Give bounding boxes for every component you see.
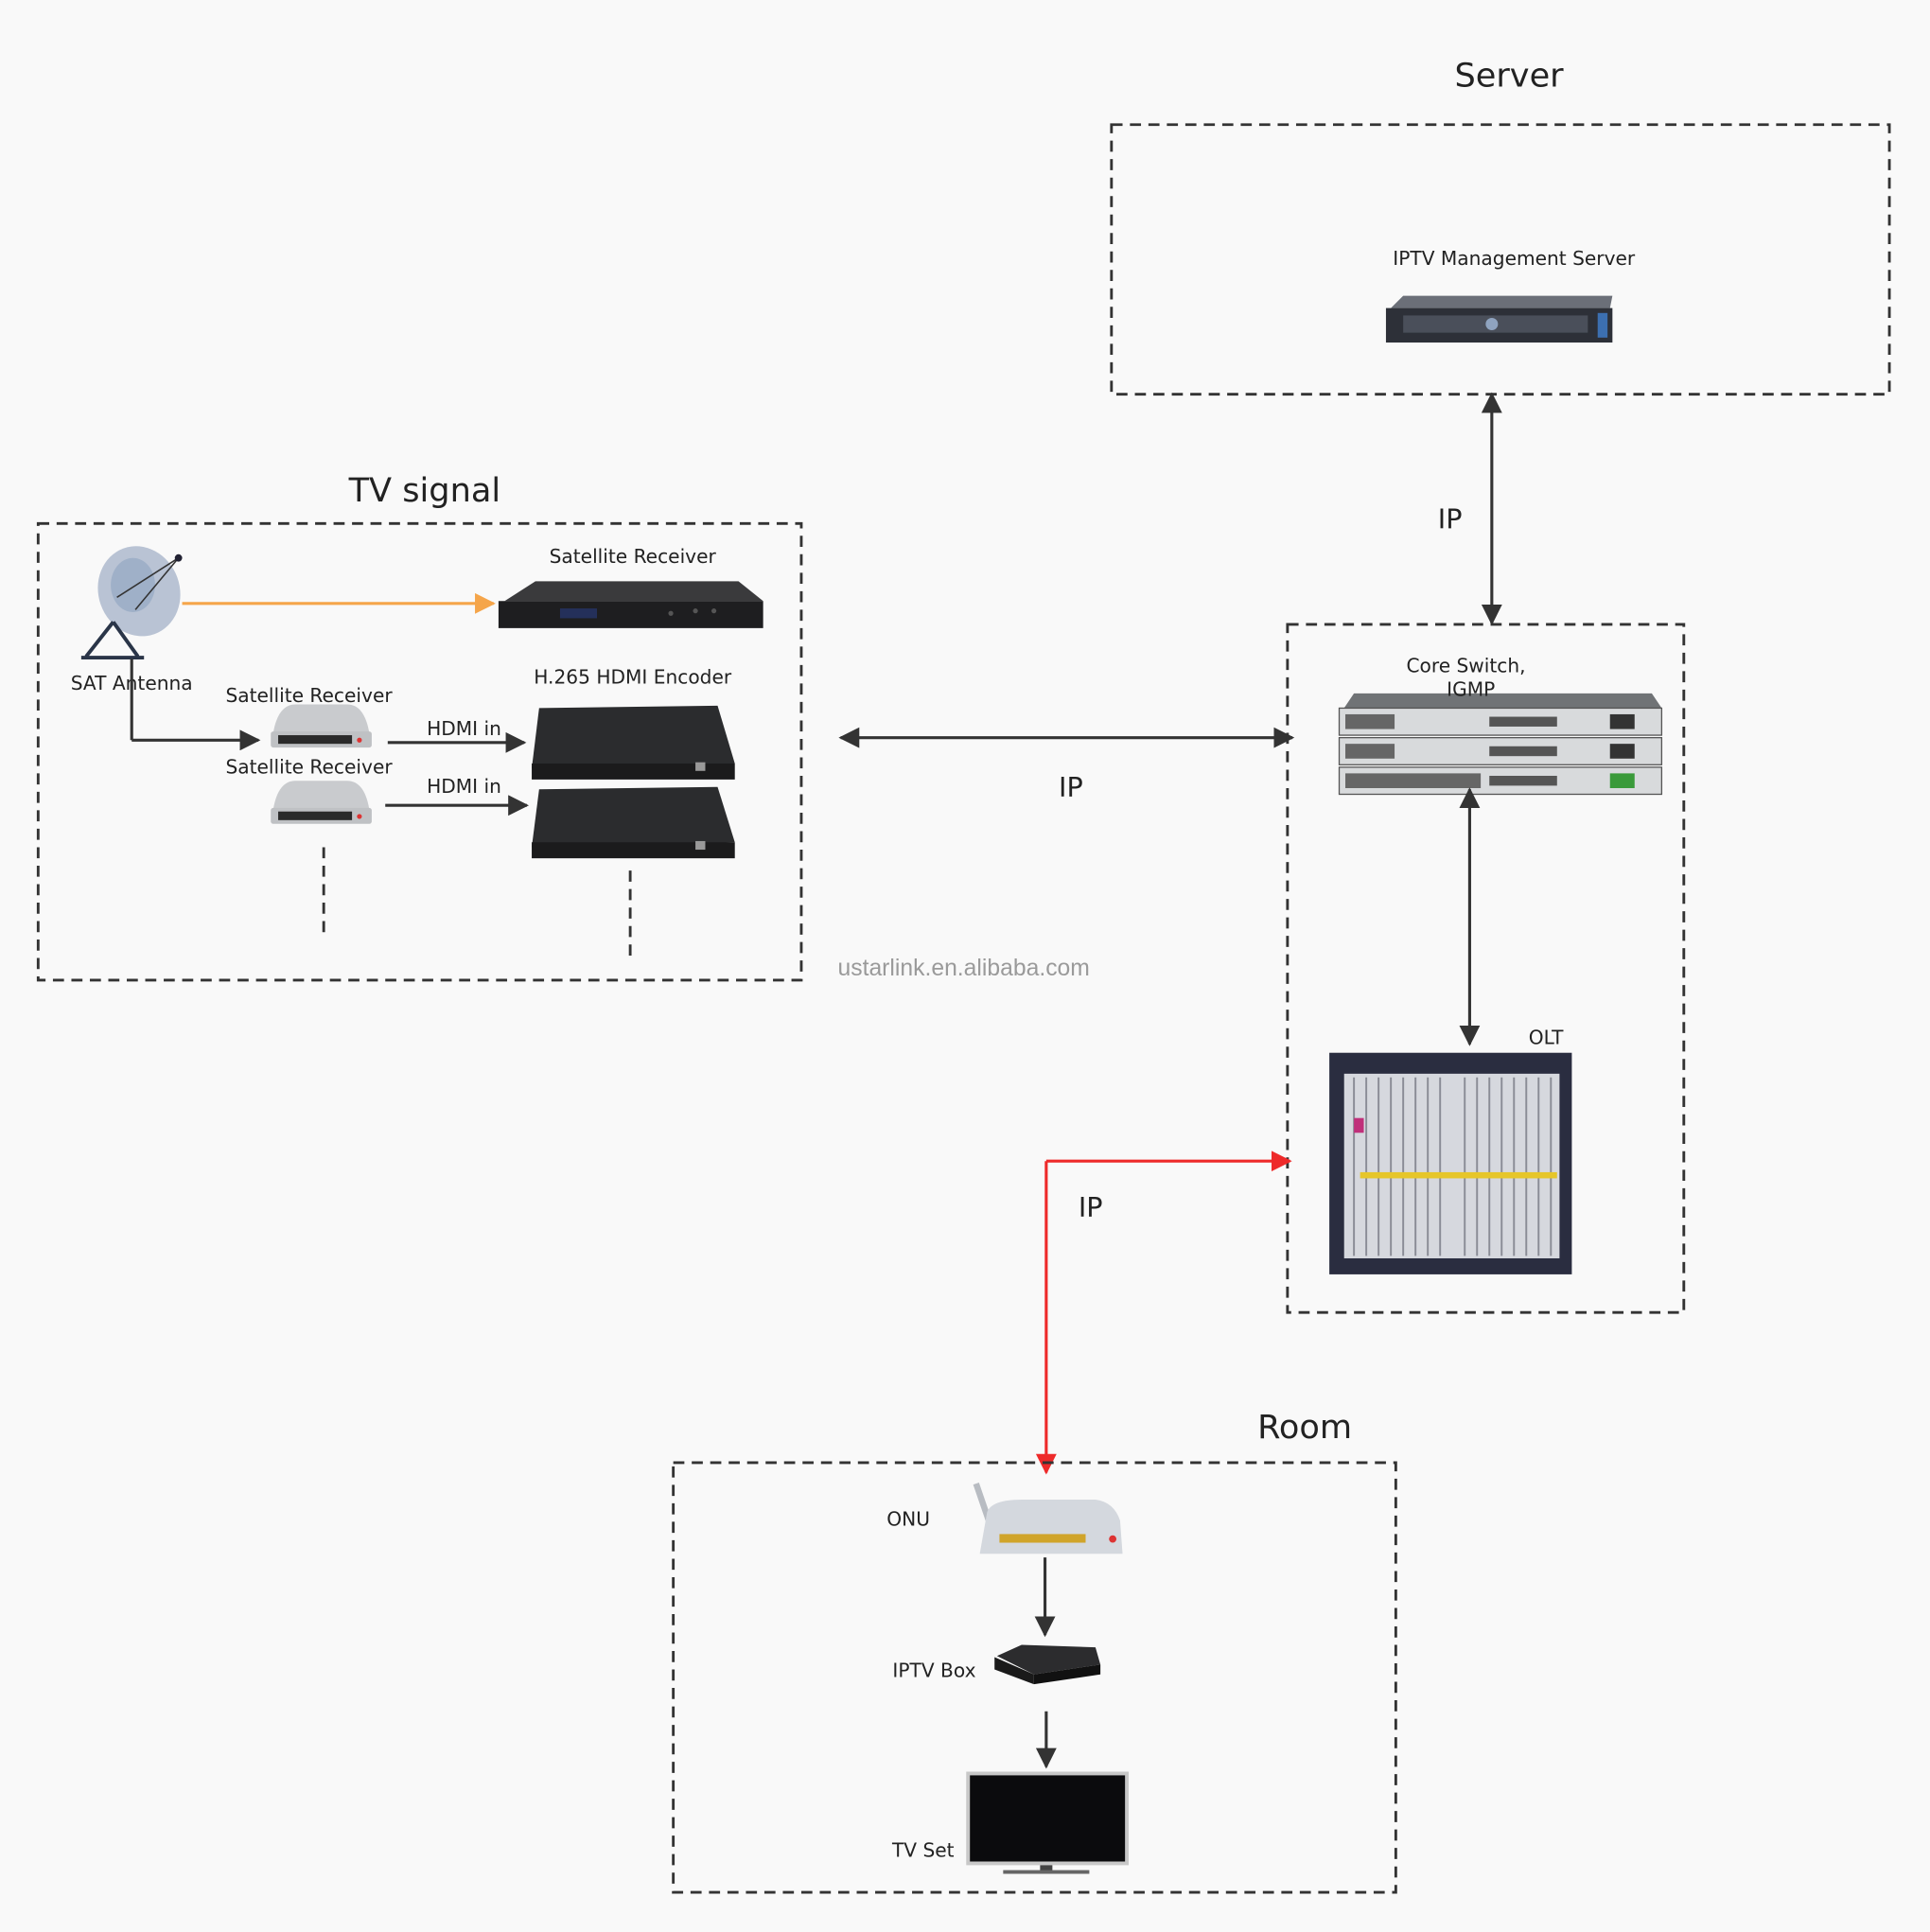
satellite-receiver-1-icon	[271, 704, 372, 748]
room-group-title: Room	[1257, 1408, 1352, 1447]
tv-set-icon	[966, 1771, 1130, 1874]
tv-signal-group-title: TV signal	[348, 471, 500, 510]
encoder-label: H.265 HDMI Encoder	[534, 665, 732, 688]
core-group-box	[1286, 623, 1686, 1314]
hdmi-in-2-label: HDMI in	[427, 775, 501, 798]
watermark: ustarlink.en.alibaba.com	[837, 956, 1089, 981]
signal-core-ip-label: IP	[1059, 771, 1083, 803]
room-group-box	[672, 1461, 1397, 1894]
satellite-receiver-rack-icon	[498, 581, 763, 628]
core-switch-label-line1: Core Switch,	[1406, 655, 1525, 677]
core-switch-stack-icon	[1338, 693, 1663, 796]
rack-server-icon	[1385, 295, 1613, 343]
satellite-receiver-2-icon	[271, 781, 372, 824]
core-switch-label-line2: IGMP	[1447, 677, 1495, 700]
satellite-receiver-main-label: Satellite Receiver	[550, 545, 717, 568]
onu-label: ONU	[886, 1507, 930, 1530]
olt-room-ip-label: IP	[1079, 1191, 1103, 1223]
iptv-management-server-label: IPTV Management Server	[1393, 247, 1636, 270]
satellite-receiver-2-label: Satellite Receiver	[225, 755, 393, 778]
server-core-ip-label: IP	[1438, 502, 1463, 535]
iptv-box-label: IPTV Box	[892, 1659, 975, 1681]
olt-chassis-icon	[1329, 1052, 1572, 1274]
tv-set-label: TV Set	[891, 1838, 955, 1861]
iptv-box-icon	[994, 1644, 1101, 1685]
server-group-box	[1110, 123, 1891, 396]
satellite-antenna-icon	[80, 546, 183, 660]
server-group-title: Server	[1454, 56, 1564, 95]
onu-router-icon	[973, 1483, 1123, 1554]
hdmi-encoder-icon	[532, 705, 735, 859]
hdmi-in-1-label: HDMI in	[427, 717, 501, 740]
olt-label: OLT	[1529, 1027, 1564, 1049]
satellite-receiver-1-label: Satellite Receiver	[225, 684, 393, 707]
